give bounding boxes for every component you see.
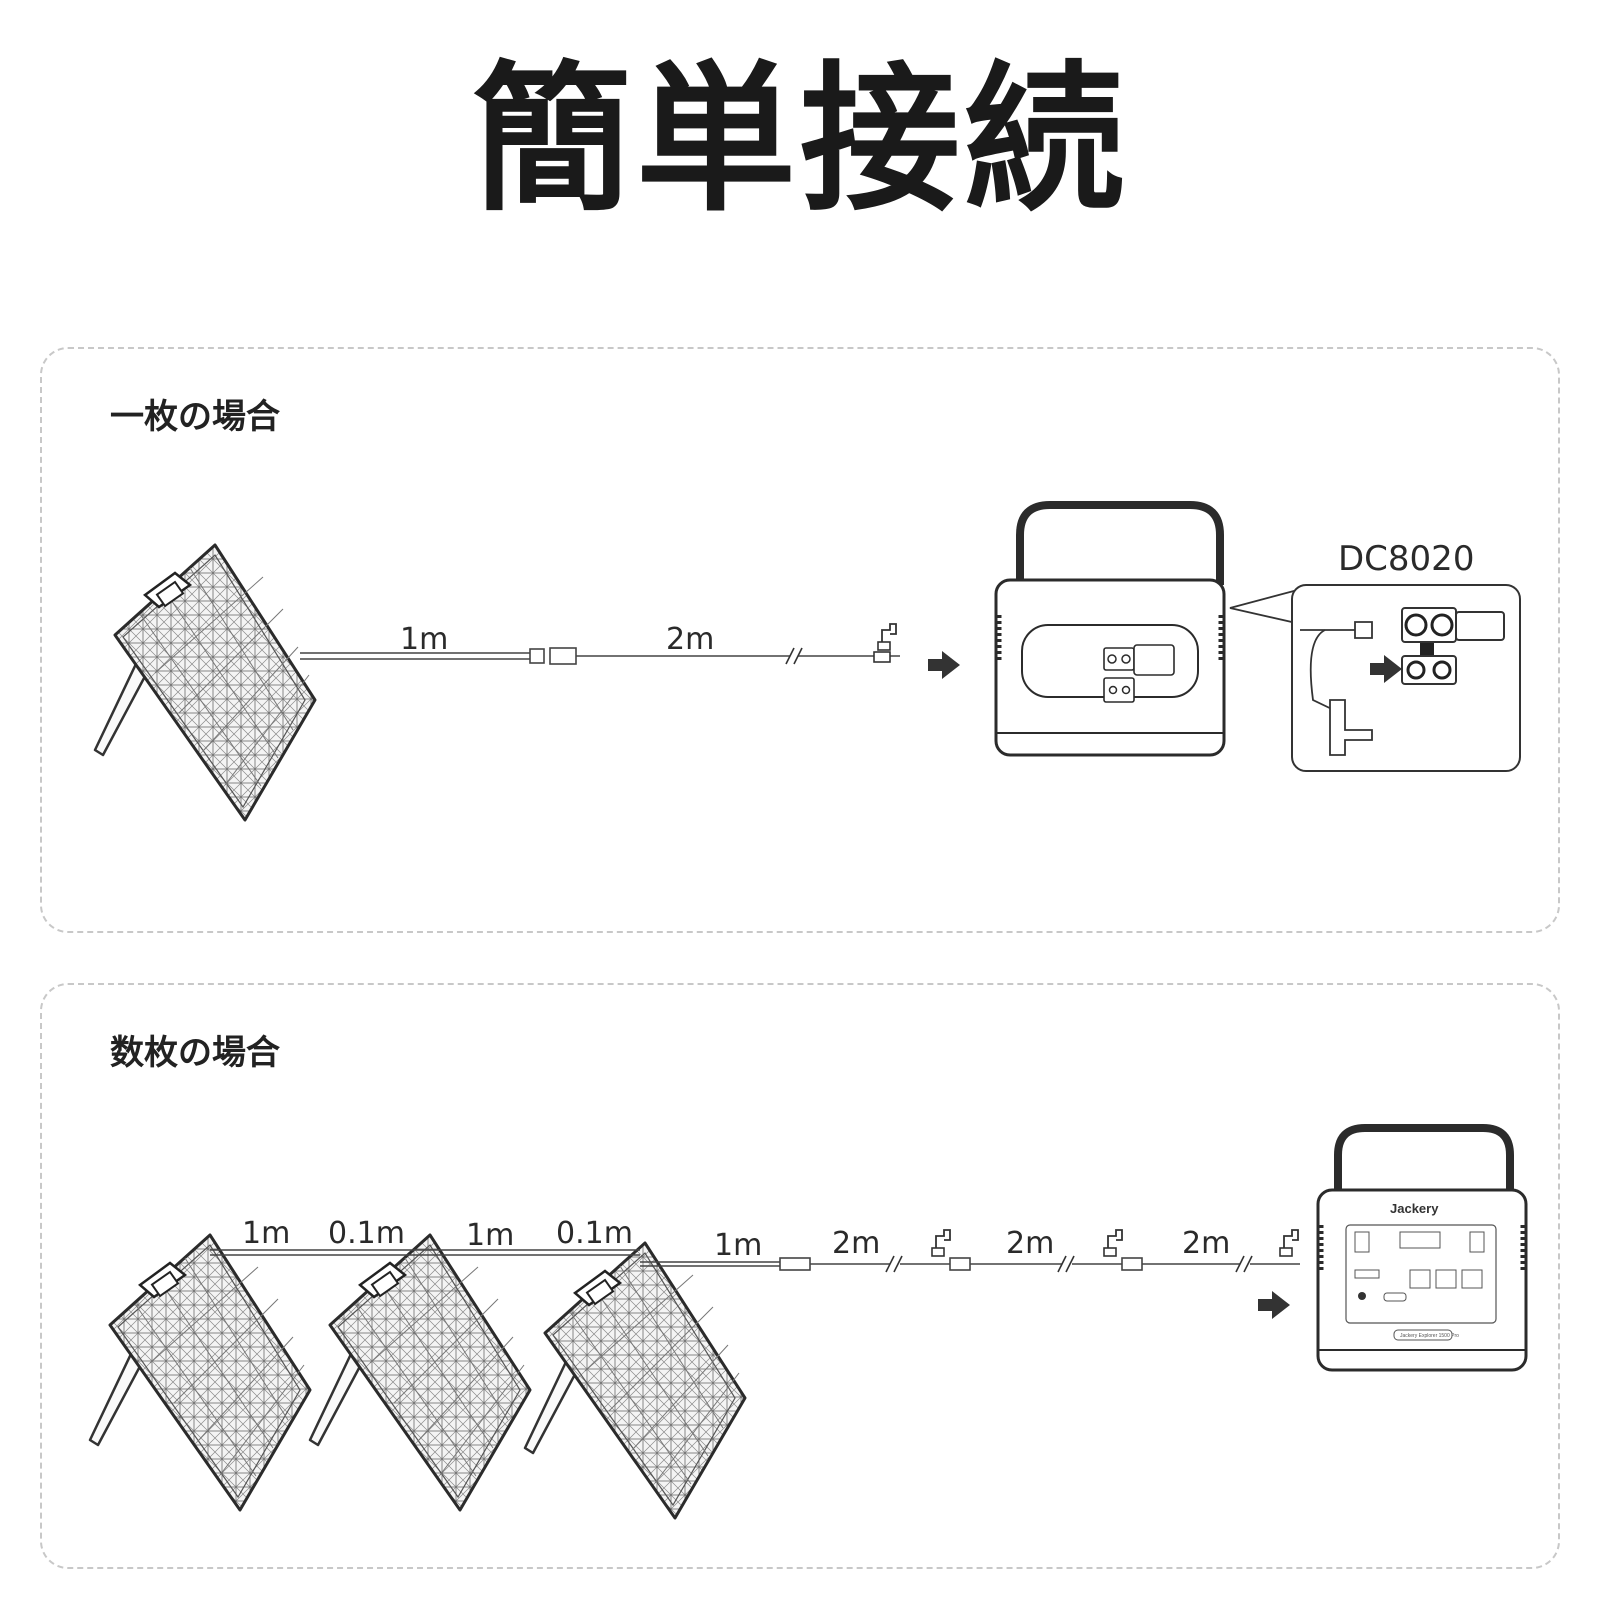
arrow-right-icon xyxy=(928,651,960,679)
single-cable-label-2: 2m xyxy=(666,622,714,657)
single-cable-label-1: 1m xyxy=(400,622,448,657)
single-panel-section: 一枚の場合 xyxy=(40,347,1560,933)
page-title: 簡単接続 xyxy=(471,46,1128,233)
multi-dc-connector-icon-1 xyxy=(931,1229,951,1257)
multi-panel-section: 数枚の場合 xyxy=(40,983,1560,1569)
multi-solar-panel-1 xyxy=(88,1233,312,1512)
multi-dc-connector-icon-2 xyxy=(1103,1229,1123,1257)
single-panel-heading: 一枚の場合 xyxy=(110,397,280,437)
jackery-logo: Jackery xyxy=(1390,1201,1439,1216)
multi-cable-label-3: 1m xyxy=(466,1218,514,1253)
arrow-right-icon xyxy=(1258,1291,1290,1319)
multi-cable-label-2: 0.1m xyxy=(328,1216,405,1251)
multi-solar-panel-3 xyxy=(523,1241,747,1520)
model-label: Jackery Explorer 1500 Pro xyxy=(1400,1333,1459,1339)
multi-panel-heading: 数枚の場合 xyxy=(110,1033,280,1073)
single-solar-panel xyxy=(93,543,317,822)
multi-cable-label-8: 2m xyxy=(1182,1226,1230,1261)
multi-cable-label-7: 2m xyxy=(1006,1226,1054,1261)
multi-solar-panel-2 xyxy=(308,1233,532,1512)
dc8020-callout: DC8020 xyxy=(1229,539,1521,772)
multi-cable-label-5: 1m xyxy=(714,1228,762,1263)
multi-cable-label-6: 2m xyxy=(832,1226,880,1261)
multi-power-station-icon: Jackery Jackery Explorer 1500 Pro xyxy=(1316,1124,1528,1372)
multi-dc-connector-icon-3 xyxy=(1279,1229,1299,1257)
dc8020-label: DC8020 xyxy=(1338,539,1474,579)
multi-cable xyxy=(210,1249,1300,1271)
single-cable xyxy=(300,647,900,665)
single-dc-connector-icon xyxy=(873,623,897,663)
multi-cable-label-1: 1m xyxy=(242,1216,290,1251)
single-power-station-icon xyxy=(994,501,1226,757)
multi-cable-label-4: 0.1m xyxy=(556,1216,633,1251)
